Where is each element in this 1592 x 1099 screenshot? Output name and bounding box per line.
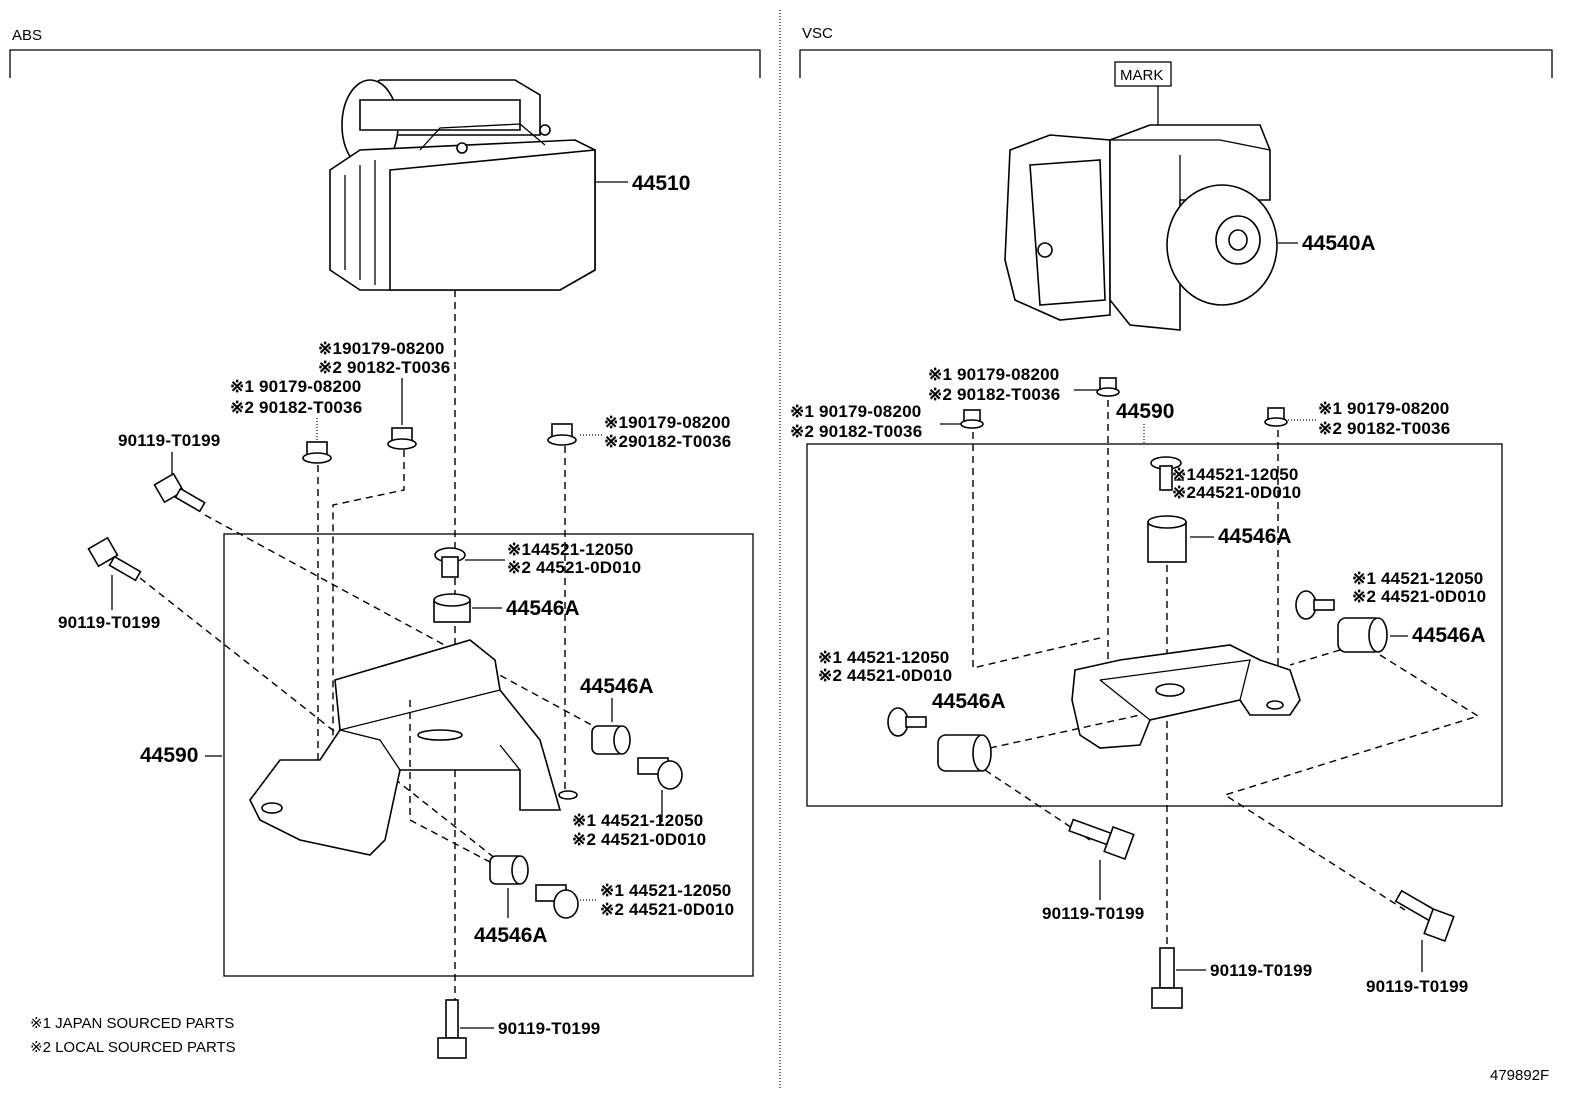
vsc-bolt-mid-label: 90119-T0199	[1210, 961, 1312, 980]
abs-nut-top-label-1: ※190179-08200	[318, 339, 445, 358]
abs-collar-top-label-2: ※2 44521-0D010	[507, 558, 641, 577]
vsc-collar-left[interactable]	[887, 707, 927, 737]
vsc-cushion-right[interactable]	[1337, 617, 1388, 653]
abs-bracket-44590[interactable]	[249, 639, 578, 856]
abs-bolt-left[interactable]	[87, 536, 142, 582]
abs-actuator-label: 44510	[632, 172, 690, 195]
abs-collar-right-label-1: ※1 44521-12050	[572, 811, 703, 830]
abs-bolt-bottom-label: 90119-T0199	[498, 1019, 600, 1038]
mark-box	[1114, 61, 1172, 87]
note-local-sourced: ※2 LOCAL SOURCED PARTS	[30, 1039, 236, 1056]
vsc-nut-mid-label-2: ※2 90182-T0036	[928, 385, 1060, 404]
abs-cushion-right[interactable]	[591, 725, 631, 755]
vsc-cushion-left[interactable]	[937, 734, 992, 772]
abs-cushion-top[interactable]	[433, 593, 471, 623]
abs-bolt-upper[interactable]	[153, 472, 206, 513]
abs-nut-left[interactable]	[302, 441, 332, 464]
abs-nut-right-label-2: ※290182-T0036	[604, 432, 731, 451]
abs-nut-top-label-2: ※2 90182-T0036	[318, 358, 450, 377]
vsc-collar-left-label-2: ※2 44521-0D010	[818, 666, 952, 685]
vsc-actuator-label: 44540A	[1302, 232, 1376, 255]
vsc-cushion-top[interactable]	[1147, 515, 1187, 563]
abs-nut-right[interactable]	[547, 423, 577, 446]
abs-bolt-bottom[interactable]	[437, 999, 467, 1059]
vsc-bracket-box	[806, 443, 1503, 807]
abs-nut-right-label-1: ※190179-08200	[604, 413, 731, 432]
vsc-nut-mid-label-1: ※1 90179-08200	[928, 365, 1059, 384]
vsc-nut-right[interactable]	[1264, 407, 1288, 427]
abs-cushion-bottom-label: 44546A	[474, 924, 548, 947]
abs-actuator-44510[interactable]	[329, 79, 596, 291]
vsc-cushion-top-label: 44546A	[1218, 525, 1292, 548]
vsc-collar-left-label-1: ※1 44521-12050	[818, 648, 949, 667]
vsc-nut-mid[interactable]	[1096, 377, 1120, 397]
abs-bolt-upper-label: 90119-T0199	[118, 431, 220, 450]
abs-bolt-left-label: 90119-T0199	[58, 613, 160, 632]
mark-label: MARK	[1120, 67, 1163, 84]
abs-collar-top[interactable]	[434, 547, 466, 578]
abs-cushion-bottom[interactable]	[489, 855, 529, 885]
abs-bracket-box	[223, 533, 754, 977]
abs-cushion-top-label: 44546A	[506, 597, 580, 620]
abs-collar-bottom-label-1: ※1 44521-12050	[600, 881, 731, 900]
vsc-nut-left-label-2: ※2 90182-T0036	[790, 422, 922, 441]
abs-bracket-label: 44590	[140, 744, 198, 767]
vsc-cushion-right-label: 44546A	[1412, 624, 1486, 647]
vsc-collar-top-label-1: ※144521-12050	[1172, 465, 1299, 484]
vsc-nut-left[interactable]	[960, 409, 984, 429]
vsc-bolt-left-label: 90119-T0199	[1042, 904, 1144, 923]
abs-nut-top[interactable]	[387, 427, 417, 450]
abs-collar-top-label-1: ※144521-12050	[507, 540, 634, 559]
vsc-actuator-44540A[interactable]	[1004, 124, 1278, 331]
vsc-bracket-label: 44590	[1116, 400, 1174, 423]
vsc-section-title: VSC	[802, 25, 833, 42]
abs-nut-left-label-1: ※1 90179-08200	[230, 377, 361, 396]
vsc-bracket-44590[interactable]	[1071, 644, 1301, 749]
vsc-bolt-left[interactable]	[1068, 818, 1135, 861]
vsc-collar-right-label-2: ※2 44521-0D010	[1352, 587, 1486, 606]
vsc-collar-right[interactable]	[1295, 590, 1335, 620]
vsc-bolt-mid[interactable]	[1151, 947, 1183, 1009]
abs-cushion-right-label: 44546A	[580, 675, 654, 698]
abs-section-title: ABS	[12, 27, 42, 44]
figure-id: 479892F	[1490, 1067, 1549, 1084]
abs-collar-right[interactable]	[637, 757, 683, 790]
vsc-bolt-right-label: 90119-T0199	[1366, 977, 1468, 996]
abs-section-bracket	[9, 49, 761, 78]
abs-collar-right-label-2: ※2 44521-0D010	[572, 830, 706, 849]
vsc-collar-top[interactable]	[1150, 456, 1182, 491]
vsc-section-bracket	[799, 49, 1553, 78]
vsc-bolt-right[interactable]	[1394, 889, 1455, 943]
vsc-nut-left-label-1: ※1 90179-08200	[790, 402, 921, 421]
vsc-collar-top-label-2: ※244521-0D010	[1172, 483, 1301, 502]
abs-collar-bottom-label-2: ※2 44521-0D010	[600, 900, 734, 919]
vsc-cushion-left-label: 44546A	[932, 690, 1006, 713]
vsc-collar-right-label-1: ※1 44521-12050	[1352, 569, 1483, 588]
abs-nut-left-label-2: ※2 90182-T0036	[230, 398, 362, 417]
abs-collar-bottom[interactable]	[535, 884, 579, 919]
vsc-nut-right-label-1: ※1 90179-08200	[1318, 399, 1449, 418]
note-japan-sourced: ※1 JAPAN SOURCED PARTS	[30, 1015, 234, 1032]
vsc-nut-right-label-2: ※2 90182-T0036	[1318, 419, 1450, 438]
